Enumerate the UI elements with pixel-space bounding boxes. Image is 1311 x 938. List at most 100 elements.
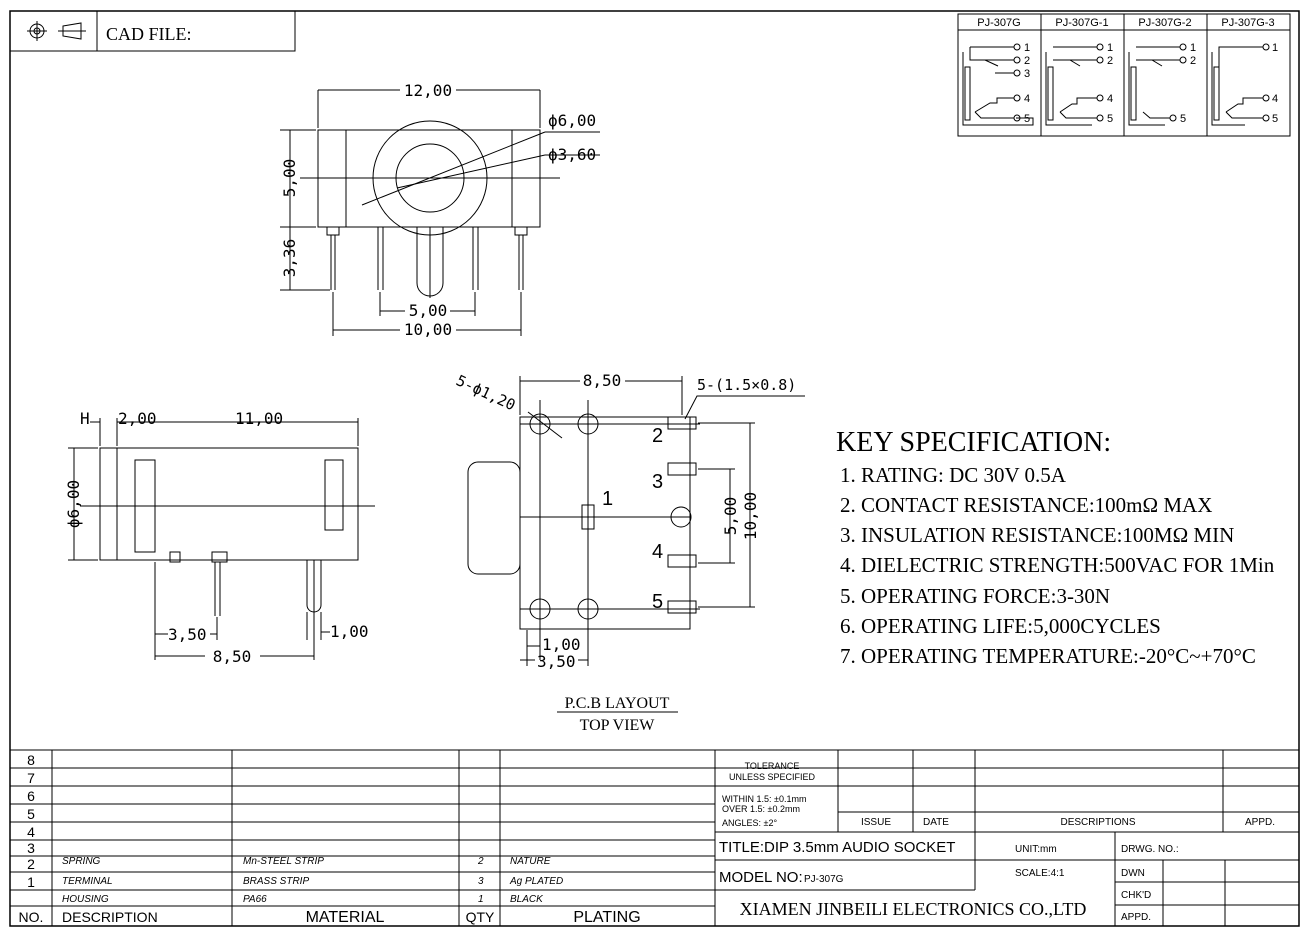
schematic-pj307g-2: 1 2 5	[1128, 42, 1196, 126]
pcb-pad	[667, 600, 697, 614]
bom-row-number: 7	[27, 770, 35, 786]
key-spec-item: 6. OPERATING LIFE:5,000CYCLES	[840, 614, 1161, 638]
svg-text:DESCRIPTION: DESCRIPTION	[62, 909, 158, 925]
dim-side-len: 11,00	[235, 409, 283, 428]
schematic-pj307g-3: 1 4 5	[1211, 42, 1278, 126]
variant-name: PJ-307G-3	[1221, 17, 1274, 29]
svg-text:TERMINAL: TERMINAL	[62, 876, 113, 887]
schematic-pj307g-1: 1 2 4 5	[1045, 42, 1113, 126]
pcb-pad	[667, 416, 697, 430]
descriptions-header: DESCRIPTIONS	[1060, 817, 1135, 828]
cad-file-label: CAD FILE:	[106, 24, 192, 44]
svg-text:1: 1	[1024, 42, 1030, 54]
scale-label: SCALE:4:1	[1015, 868, 1065, 879]
svg-text:5: 5	[1180, 113, 1186, 125]
company-name: XIAMEN JINBEILI ELECTRONICS CO.,LTD	[740, 899, 1087, 919]
svg-text:MATERIAL: MATERIAL	[306, 909, 385, 926]
tolerance-within: WITHIN 1.5: ±0.1mm	[722, 794, 806, 804]
chkd-label: CHK'D	[1121, 890, 1151, 901]
bom-row-number: 6	[27, 788, 35, 804]
dim-side-pin-b: 8,50	[213, 647, 252, 666]
sheet-border	[9, 10, 1300, 927]
date-header: DATE	[923, 817, 949, 828]
model-label: MODEL NO:	[719, 869, 803, 886]
svg-text:NO.: NO.	[19, 909, 44, 925]
tolerance-label: TOLERANCE	[745, 761, 800, 771]
third-angle-projection-icon	[27, 21, 86, 41]
pcb-hole	[529, 413, 551, 435]
dim-pcb-top: 8,50	[583, 371, 622, 390]
dim-side-pin-a: 3,50	[168, 625, 207, 644]
svg-text:2: 2	[477, 856, 484, 867]
appd-label: APPD.	[1121, 912, 1151, 923]
variant-name: PJ-307G-2	[1138, 17, 1191, 29]
front-view: 12,00 ϕ6,00 ϕ3,60 5,00 3,36 5,00 10,00	[280, 81, 600, 339]
pcb-pin-label: 3	[652, 471, 663, 493]
pcb-pin-label: 5	[652, 591, 663, 613]
pcb-hole	[529, 598, 551, 620]
dim-pcb-h-outer: 10,00	[741, 492, 760, 540]
tolerance-over: OVER 1.5: ±0.2mm	[722, 804, 800, 814]
key-spec-item: 4. DIELECTRIC STRENGTH:500VAC FOR 1Min	[840, 553, 1275, 577]
unit-label: UNIT:mm	[1015, 844, 1057, 855]
pcb-subtitle: TOP VIEW	[580, 717, 656, 734]
svg-text:2: 2	[1190, 55, 1196, 67]
pcb-pin-label: 1	[602, 488, 613, 510]
dim-side-pin-w: 1,00	[330, 622, 369, 641]
svg-text:BLACK: BLACK	[510, 894, 544, 905]
dim-front-width: 12,00	[404, 81, 452, 100]
variant-name: PJ-307G-1	[1055, 17, 1108, 29]
pcb-hole	[670, 506, 692, 528]
dim-side-dia: ϕ6,00	[64, 480, 83, 528]
dim-pin-outer: 10,00	[404, 320, 452, 339]
svg-text:1: 1	[1190, 42, 1196, 54]
pcb-slot-note: 5-(1.5×0.8)	[697, 376, 796, 394]
dim-side-h: 2,00	[118, 409, 157, 428]
table-row: HOUSING PA66 1 BLACK	[62, 894, 544, 905]
variant-table: PJ-307G PJ-307G-1 PJ-307G-2 PJ-307G-3 1 …	[957, 13, 1291, 137]
drawing-number-label: DRWG. NO.:	[1121, 844, 1179, 855]
dim-front-height: 5,00	[280, 159, 299, 198]
pcb-layout: 1 2 3 4 5 8,50 5-ϕ1,20 5-(1.5×0.8) 5,00 …	[453, 371, 805, 734]
svg-text:3: 3	[478, 876, 484, 887]
appd-header: APPD.	[1245, 817, 1275, 828]
svg-text:PA66: PA66	[243, 894, 267, 905]
svg-text:1: 1	[478, 894, 484, 905]
svg-text:1: 1	[1107, 42, 1113, 54]
dim-pcb-bottom-a: 1,00	[542, 635, 581, 654]
pcb-title: P.C.B LAYOUT	[565, 695, 670, 712]
bom-table: 8 7 6 5 4 3 2 1 SPRING Mn-STEEL STRIP 2 …	[10, 749, 1299, 926]
bom-row-number: 8	[27, 752, 35, 768]
pcb-pad	[581, 504, 595, 530]
schematic-pj307g: 1 2 3 4 5	[962, 42, 1034, 126]
svg-text:2: 2	[1024, 55, 1030, 67]
svg-text:Ag PLATED: Ag PLATED	[509, 876, 563, 887]
bom-row-number: 2	[27, 856, 35, 872]
svg-text:4: 4	[1107, 93, 1113, 105]
key-spec-item: 1. RATING: DC 30V 0.5A	[840, 463, 1067, 487]
svg-text:4: 4	[1024, 93, 1030, 105]
svg-text:NATURE: NATURE	[510, 856, 551, 867]
dim-pcb-bottom-b: 3,50	[537, 652, 576, 671]
svg-text:BRASS STRIP: BRASS STRIP	[243, 876, 309, 887]
drawing-title: TITLE:DIP 3.5mm AUDIO SOCKET	[719, 839, 955, 856]
svg-text:3: 3	[1024, 68, 1030, 80]
bom-row-number: 3	[27, 840, 35, 856]
svg-text:1: 1	[1272, 42, 1278, 54]
dim-pin-length: 3,36	[280, 239, 299, 278]
svg-text:5: 5	[1272, 113, 1278, 125]
svg-text:2: 2	[1107, 55, 1113, 67]
tolerance-label-2: UNLESS SPECIFIED	[729, 772, 816, 782]
pcb-pad	[667, 462, 697, 476]
pcb-pin-label: 4	[652, 541, 663, 563]
key-spec-title: KEY SPECIFICATION:	[836, 427, 1111, 458]
bom-header-row: NO. DESCRIPTION MATERIAL QTY PLATING	[19, 909, 641, 926]
pcb-hole	[577, 413, 599, 435]
svg-text:4: 4	[1272, 93, 1278, 105]
tolerance-angles: ANGLES: ±2°	[722, 818, 777, 828]
svg-text:5: 5	[1024, 113, 1030, 125]
side-view: H 2,00 11,00 ϕ6,00 3,50 8,50 1,00	[64, 409, 375, 666]
svg-text:Mn-STEEL STRIP: Mn-STEEL STRIP	[243, 856, 324, 867]
model-value: PJ-307G	[804, 874, 844, 885]
